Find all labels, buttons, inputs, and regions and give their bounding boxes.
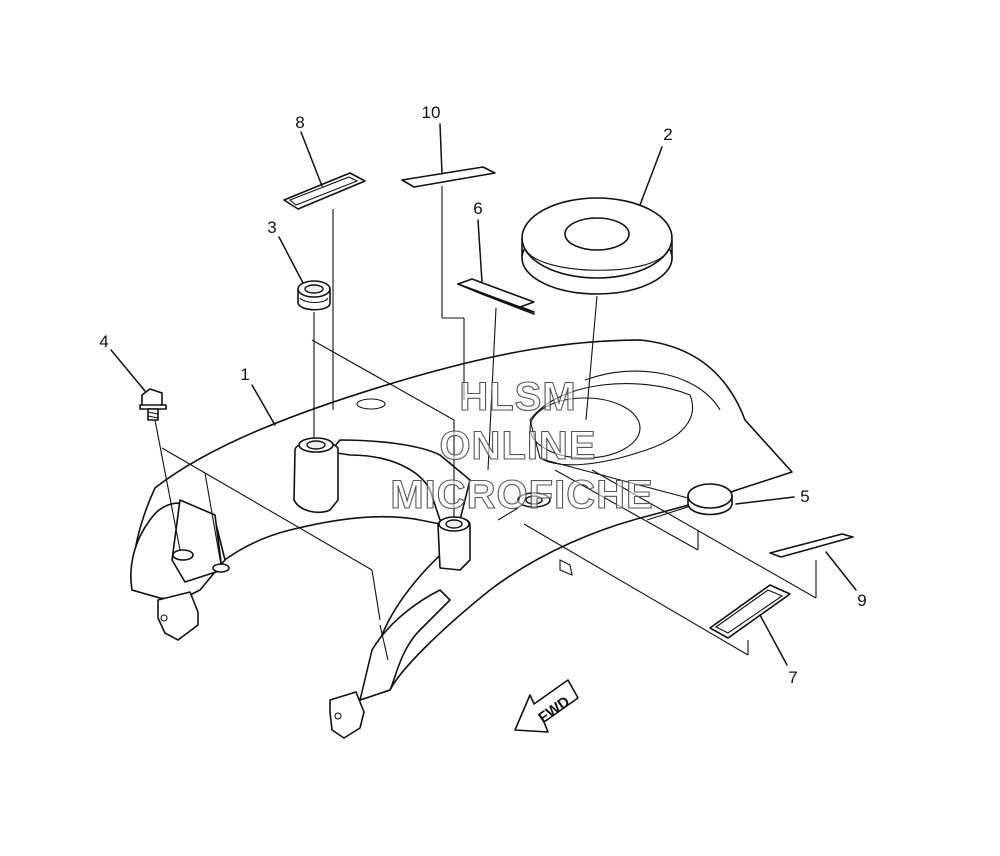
callout-1: 1	[240, 365, 249, 384]
callout-7: 7	[788, 668, 797, 687]
label-part-10	[401, 166, 496, 188]
callout-6: 6	[473, 199, 482, 218]
rear-fender-part-1	[130, 339, 793, 739]
callout-numbers: 1 2 3 4 5 6 7 8 9 10	[99, 103, 866, 687]
label-part-7	[709, 584, 791, 639]
label-part-9	[769, 533, 854, 558]
callout-5: 5	[800, 487, 809, 506]
callout-10: 10	[422, 103, 441, 122]
pad-part-6	[457, 278, 535, 315]
plug-part-5	[687, 483, 733, 516]
grommet-part-3	[297, 280, 331, 311]
callout-3: 3	[267, 218, 276, 237]
rubber-grommet-part-2	[521, 197, 673, 295]
label-part-8	[283, 172, 366, 210]
callout-4: 4	[99, 332, 108, 351]
callout-9: 9	[857, 591, 866, 610]
forward-direction-indicator: FWD	[514, 679, 579, 733]
watermark: HLSM ONLINE MICROFICHE	[390, 374, 653, 517]
watermark-line-2: ONLINE	[439, 424, 596, 468]
callout-8: 8	[295, 113, 304, 132]
watermark-line-1: HLSM	[459, 375, 576, 419]
watermark-line-3: MICROFICHE	[390, 473, 653, 517]
forward-arrow-icon	[514, 679, 579, 733]
leader-lines	[110, 123, 857, 666]
callout-2: 2	[663, 125, 672, 144]
bolt-part-4	[139, 388, 167, 421]
